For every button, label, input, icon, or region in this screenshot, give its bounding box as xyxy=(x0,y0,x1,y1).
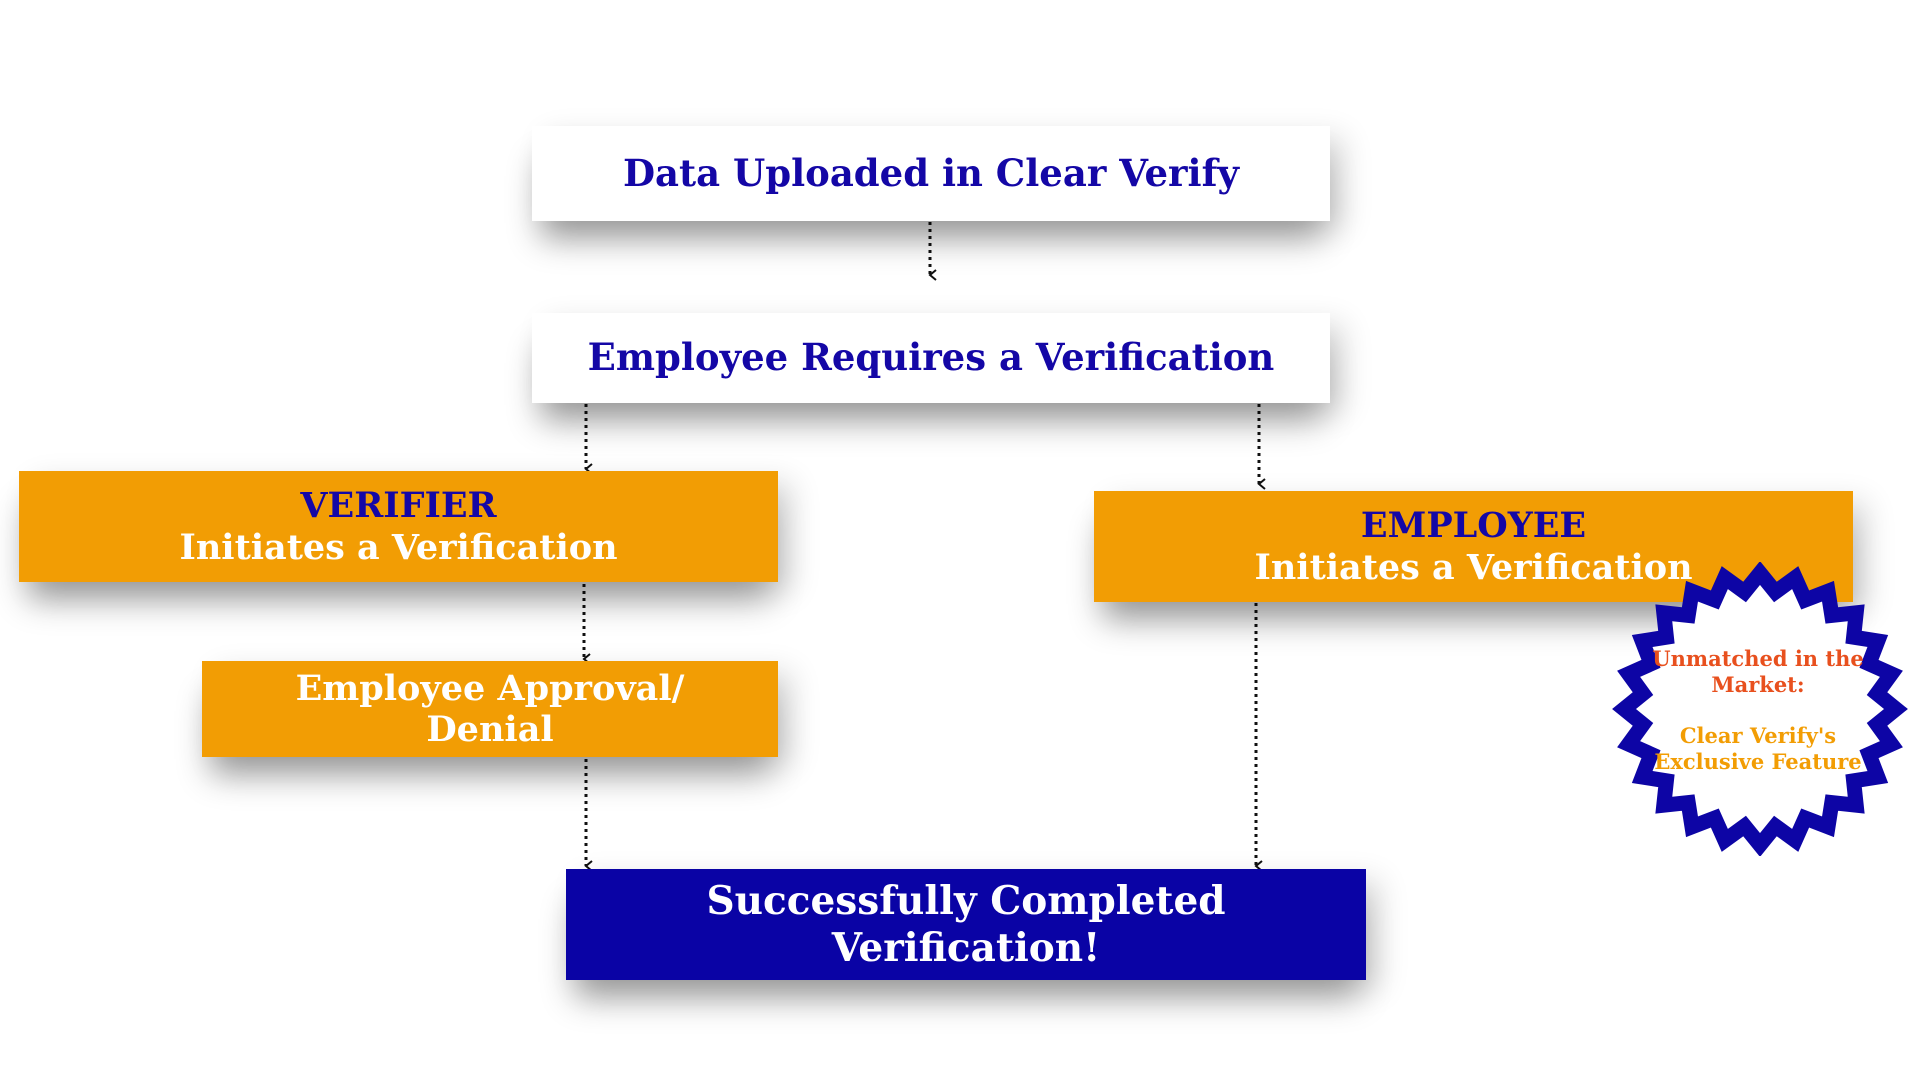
step-data-uploaded: Data Uploaded in Clear Verify xyxy=(532,126,1330,221)
verifier-action-label: Initiates a Verification xyxy=(179,526,618,568)
step-data-uploaded-label: Data Uploaded in Clear Verify xyxy=(622,150,1240,195)
step-verifier-initiates: VERIFIER Initiates a Verification xyxy=(19,471,778,582)
employee-action-label: Initiates a Verification xyxy=(1254,546,1693,588)
complete-line-2: Verification! xyxy=(831,924,1101,971)
step-employee-requires-label: Employee Requires a Verification xyxy=(587,335,1275,380)
approval-line-1: Employee Approval/ xyxy=(295,667,685,709)
exclusive-feature-badge xyxy=(1612,562,1908,856)
employee-role-label: EMPLOYEE xyxy=(1360,505,1587,547)
complete-line-1: Successfully Completed xyxy=(706,878,1226,925)
badge-starburst xyxy=(1612,562,1908,856)
step-employee-approval: Employee Approval/ Denial xyxy=(202,661,778,757)
approval-line-2: Denial xyxy=(426,709,554,750)
badge-text: Unmatched in the Market: Clear Verify's … xyxy=(1648,646,1868,774)
verifier-role-label: VERIFIER xyxy=(300,485,497,527)
step-employee-requires: Employee Requires a Verification xyxy=(532,313,1330,403)
badge-line-2: Clear Verify's Exclusive Feature xyxy=(1654,723,1862,774)
badge-line-1: Unmatched in the Market: xyxy=(1652,646,1864,697)
step-successfully-completed: Successfully Completed Verification! xyxy=(566,869,1366,980)
